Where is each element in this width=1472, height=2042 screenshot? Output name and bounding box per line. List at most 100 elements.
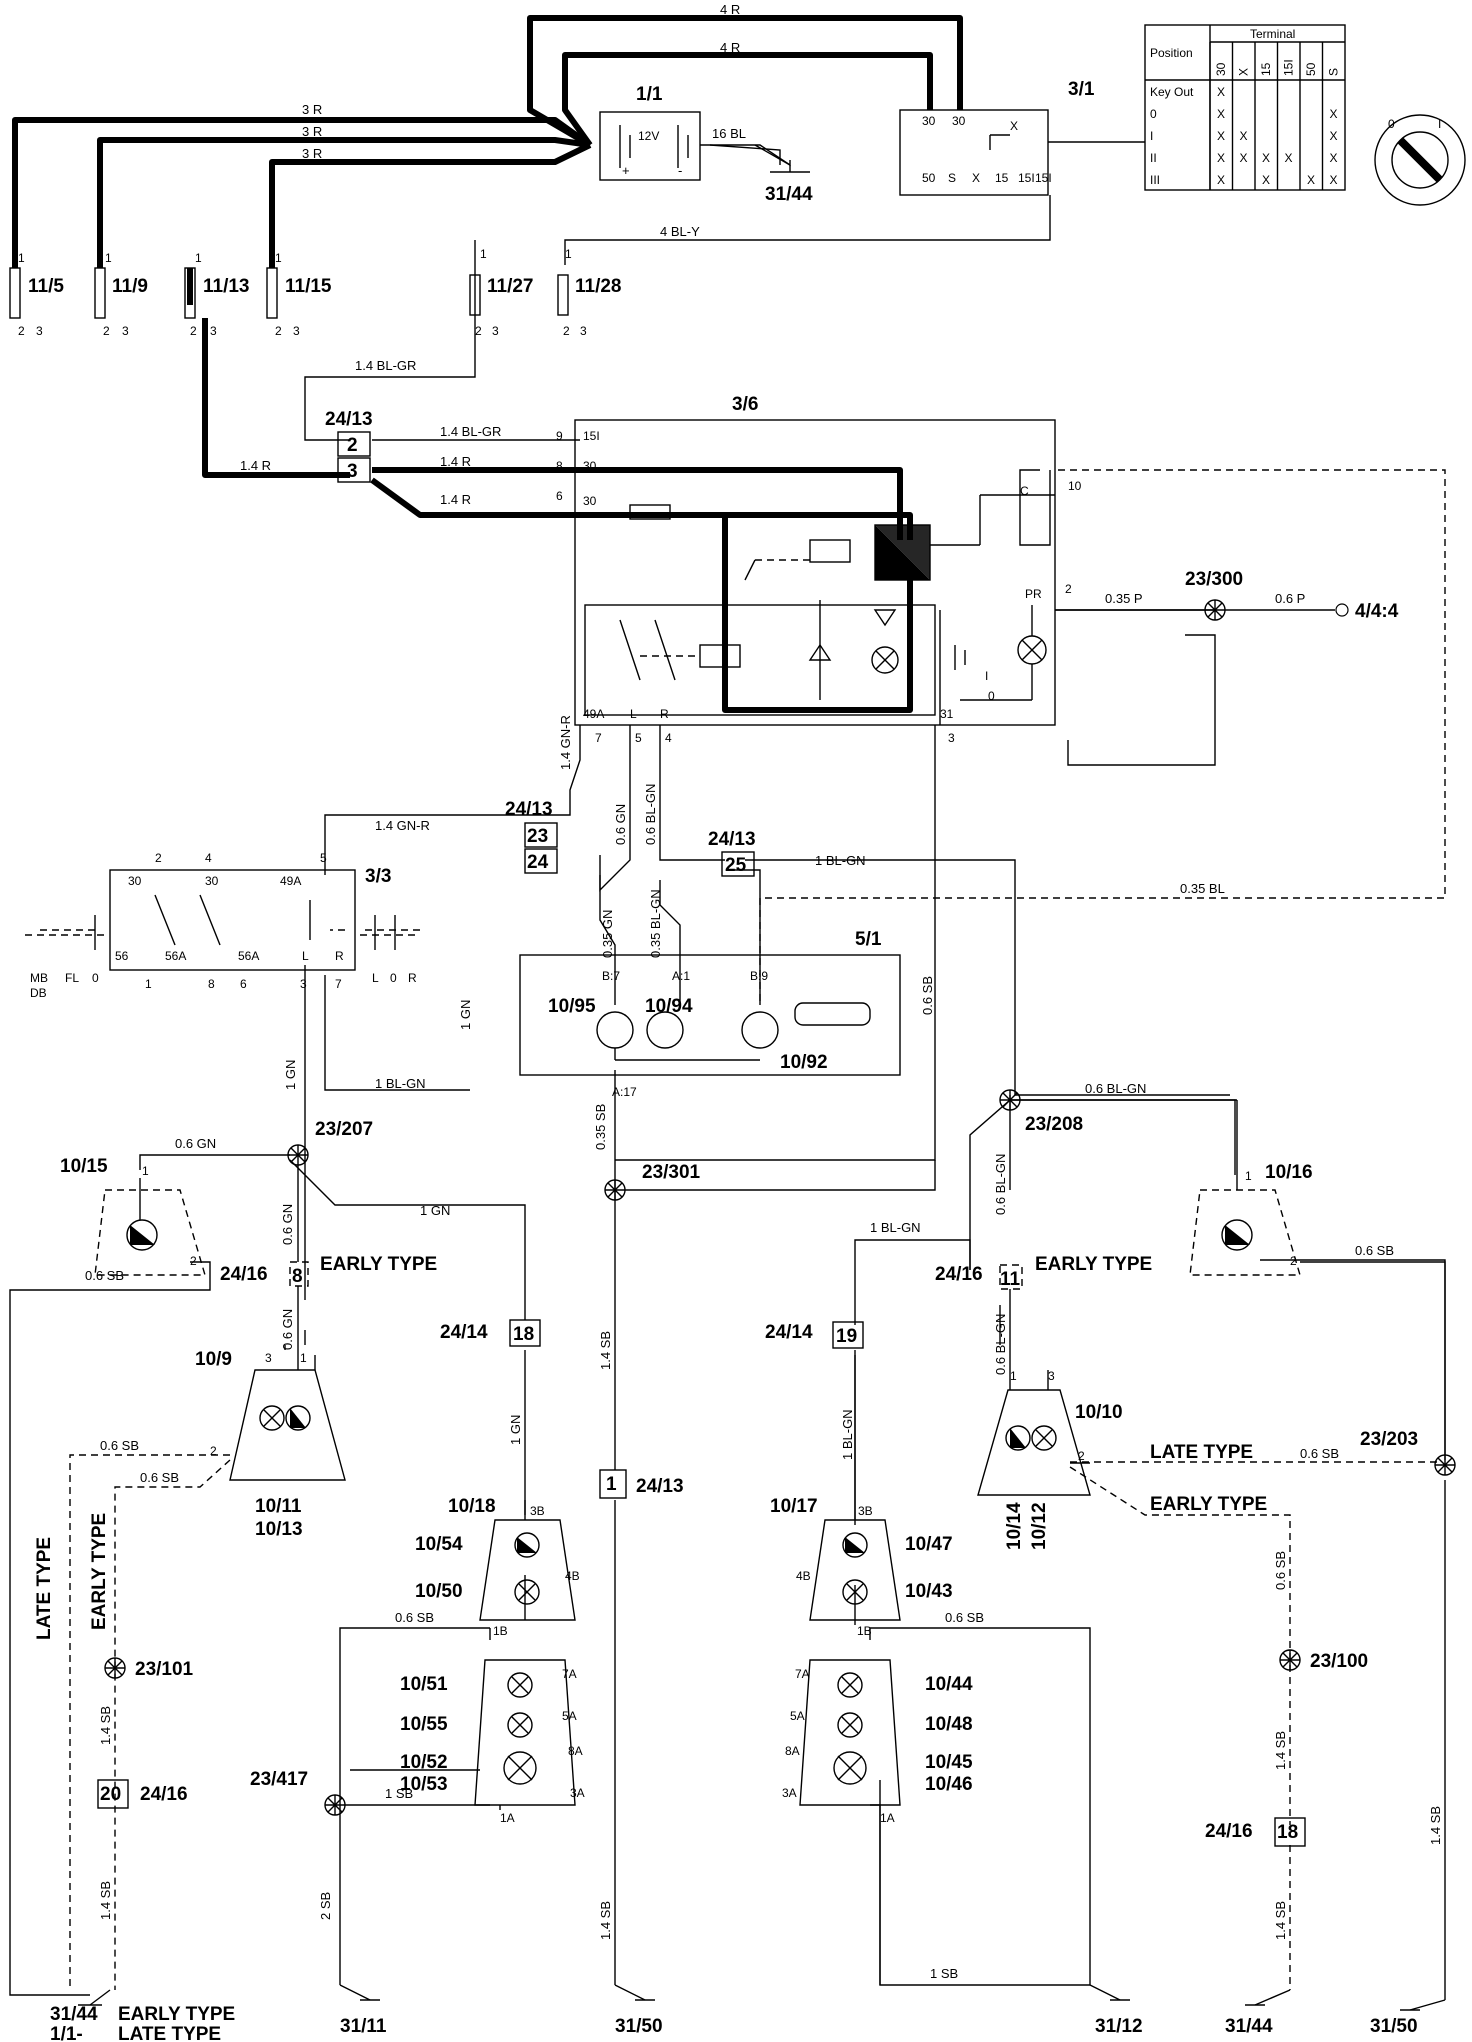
ground-bottom-left: 31/44 1/1- EARLY TYPE LATE TYPE bbox=[50, 1989, 235, 2042]
connector-24-13-top: 24/13 2 3 bbox=[325, 409, 373, 483]
ign-mark-3-1: X bbox=[1240, 151, 1248, 165]
wire-06sb-label-late-right: 0.6 SB bbox=[1300, 1446, 1339, 1461]
wire-06p-label: 0.6 P bbox=[1275, 591, 1305, 606]
lamp-left-term-7a: 7A bbox=[562, 1667, 577, 1681]
ign-col-0: 30 bbox=[1214, 62, 1228, 76]
hazard-term-56: 56 bbox=[115, 949, 129, 963]
connector-pin-19: 19 bbox=[836, 1326, 857, 1347]
wire-14sb-label-center: 1.4 SB bbox=[598, 1901, 613, 1940]
fuse-11-5-pin1: 1 bbox=[18, 251, 25, 265]
hazard-switch: 3/3 2 4 5 30 30 49A 56 56A 56A L R 1 8 6… bbox=[25, 851, 420, 1000]
wire-06sb-label-rear-left: 0.6 SB bbox=[395, 1610, 434, 1625]
ign-col-3: 15I bbox=[1282, 59, 1296, 76]
fuse-11-28-pin3: 3 bbox=[580, 324, 587, 338]
hazard-label-0b: 0 bbox=[390, 971, 397, 985]
fuse-11-5-pin3: 3 bbox=[36, 324, 43, 338]
relay-pin-2: 2 bbox=[1065, 582, 1072, 596]
lamp-10-51-label: 10/51 bbox=[400, 1674, 448, 1695]
wire-06blgn-label-1: 0.6 BL-GN bbox=[643, 784, 658, 845]
wire-035blgn-label: 0.35 BL-GN bbox=[648, 889, 663, 958]
ign-col-5: S bbox=[1327, 68, 1341, 76]
wire-14sb-label-left-1: 1.4 SB bbox=[98, 1706, 113, 1745]
lamp-left-term-1a: 1A bbox=[500, 1811, 515, 1825]
hazard-term-49a: 49A bbox=[280, 874, 301, 888]
fuse-11-13-pin3: 3 bbox=[210, 324, 217, 338]
connector-pin-2: 2 bbox=[347, 435, 358, 456]
hazard-pin-6: 6 bbox=[240, 977, 247, 991]
connector-pin-18: 18 bbox=[513, 1324, 534, 1345]
lamp-10-16-pin2: 2 bbox=[1290, 1254, 1297, 1268]
connector-24-14-left: 24/14 18 bbox=[440, 1319, 541, 1347]
lamp-10-92-label: 10/92 bbox=[780, 1052, 828, 1073]
lamp-10-45-label: 10/45 bbox=[925, 1752, 973, 1773]
fuse-11-28-pin1: 1 bbox=[565, 247, 572, 261]
connector-pin-20: 20 bbox=[100, 1784, 121, 1805]
wire-06sb-label-relay: 0.6 SB bbox=[920, 976, 935, 1015]
wire-06gn-label-2: 0.6 GN bbox=[175, 1136, 216, 1151]
relay-pin-9: 9 bbox=[556, 429, 563, 443]
hazard-pin-3: 3 bbox=[300, 977, 307, 991]
battery-minus-label: - bbox=[678, 163, 682, 178]
ign-col-4: 50 bbox=[1304, 62, 1318, 76]
battery: 12V + - 1/1 16 BL 31/44 bbox=[599, 84, 813, 205]
relay-pin-7: 7 bbox=[595, 731, 602, 745]
fuse-11-9-pin2: 2 bbox=[103, 324, 110, 338]
connector-24-16-right: 24/16 11 EARLY TYPE bbox=[935, 1254, 1152, 1290]
lamp-10-15-label: 10/15 bbox=[60, 1156, 108, 1177]
fuse-11-28-pin2: 2 bbox=[563, 324, 570, 338]
relay-term-30-a: 30 bbox=[583, 459, 597, 473]
wire-1blgn-label-1: 1 BL-GN bbox=[815, 853, 866, 868]
inst-term-b9: B:9 bbox=[750, 969, 768, 983]
lamp-10-52-label: 10/52 bbox=[400, 1752, 448, 1773]
ign-term-30-a: 30 bbox=[922, 114, 936, 128]
ign-mark-1-0: X bbox=[1217, 107, 1225, 121]
wire-1gn-label-vert: 1 GN bbox=[458, 1000, 473, 1030]
splice-23-417 bbox=[324, 1794, 346, 1816]
lamp-10-43-label: 10/43 bbox=[905, 1581, 953, 1602]
wire-06sb-label-right: 0.6 SB bbox=[1355, 1243, 1394, 1258]
connector-24-13-label-right: 24/13 bbox=[708, 829, 756, 850]
lamp-10-10-pin3: 3 bbox=[1048, 1369, 1055, 1383]
connector-pin-23: 23 bbox=[527, 826, 548, 847]
connector-pin-3: 3 bbox=[347, 461, 358, 482]
splice-23-203-label: 23/203 bbox=[1360, 1429, 1418, 1450]
wire-14sb-label-left-2: 1.4 SB bbox=[98, 1881, 113, 1920]
relay-term-c: C bbox=[1020, 484, 1029, 498]
heavy-wires bbox=[12, 15, 963, 713]
ignition-switch: 3/1 30 30 X 50 S X 15 15I 15I bbox=[899, 79, 1095, 196]
terminal-4-4-4-label: 4/4:4 bbox=[1355, 601, 1399, 622]
wire-06sb-label-rear-right: 0.6 SB bbox=[945, 1610, 984, 1625]
ign-mark-4-4: X bbox=[1307, 173, 1315, 187]
wire-14sb-label-right-2: 1.4 SB bbox=[1273, 1901, 1288, 1940]
lamp-left-term-3a: 3A bbox=[570, 1786, 585, 1800]
ign-mark-4-2: X bbox=[1262, 173, 1270, 187]
lamp-left-term-3b: 3B bbox=[530, 1504, 545, 1518]
wire-3r-label-2: 3 R bbox=[302, 124, 322, 139]
lamp-10-50-label: 10/50 bbox=[415, 1581, 463, 1602]
connector-pin-11: 11 bbox=[1000, 1269, 1021, 1290]
wire-06gn-label-3: 0.6 GN bbox=[280, 1204, 295, 1245]
ign-table-terminal-header: Terminal bbox=[1250, 27, 1295, 41]
lamp-right-term-8a: 8A bbox=[785, 1744, 800, 1758]
inst-term-b7: B:7 bbox=[602, 969, 620, 983]
ground-31-12-label: 31/12 bbox=[1095, 2016, 1143, 2037]
early-type-note-left-2: EARLY TYPE bbox=[89, 1513, 110, 1630]
ign-term-15i-b: 15I bbox=[1035, 171, 1052, 185]
ign-mark-2-0: X bbox=[1217, 129, 1225, 143]
lamp-10-10-label: 10/10 bbox=[1075, 1402, 1123, 1423]
lamp-right-term-3b: 3B bbox=[858, 1504, 873, 1518]
lamp-10-9-pin2: 2 bbox=[210, 1444, 217, 1458]
key-pos-0: 0 bbox=[1388, 117, 1395, 131]
ign-row-2: I bbox=[1150, 129, 1153, 143]
splice-23-301-label: 23/301 bbox=[642, 1162, 701, 1183]
ign-mark-2-5: X bbox=[1330, 129, 1338, 143]
hazard-switch-label: 3/3 bbox=[365, 866, 391, 887]
ign-mark-3-0: X bbox=[1217, 151, 1225, 165]
inst-term-a17: A:17 bbox=[612, 1085, 637, 1099]
ign-term-50: 50 bbox=[922, 171, 936, 185]
lamp-10-10-pin2: 2 bbox=[1078, 1449, 1085, 1463]
ign-row-3: II bbox=[1150, 151, 1157, 165]
splice-23-301 bbox=[604, 1179, 626, 1201]
lamp-10-15: 10/15 1 2 bbox=[60, 1156, 206, 1276]
